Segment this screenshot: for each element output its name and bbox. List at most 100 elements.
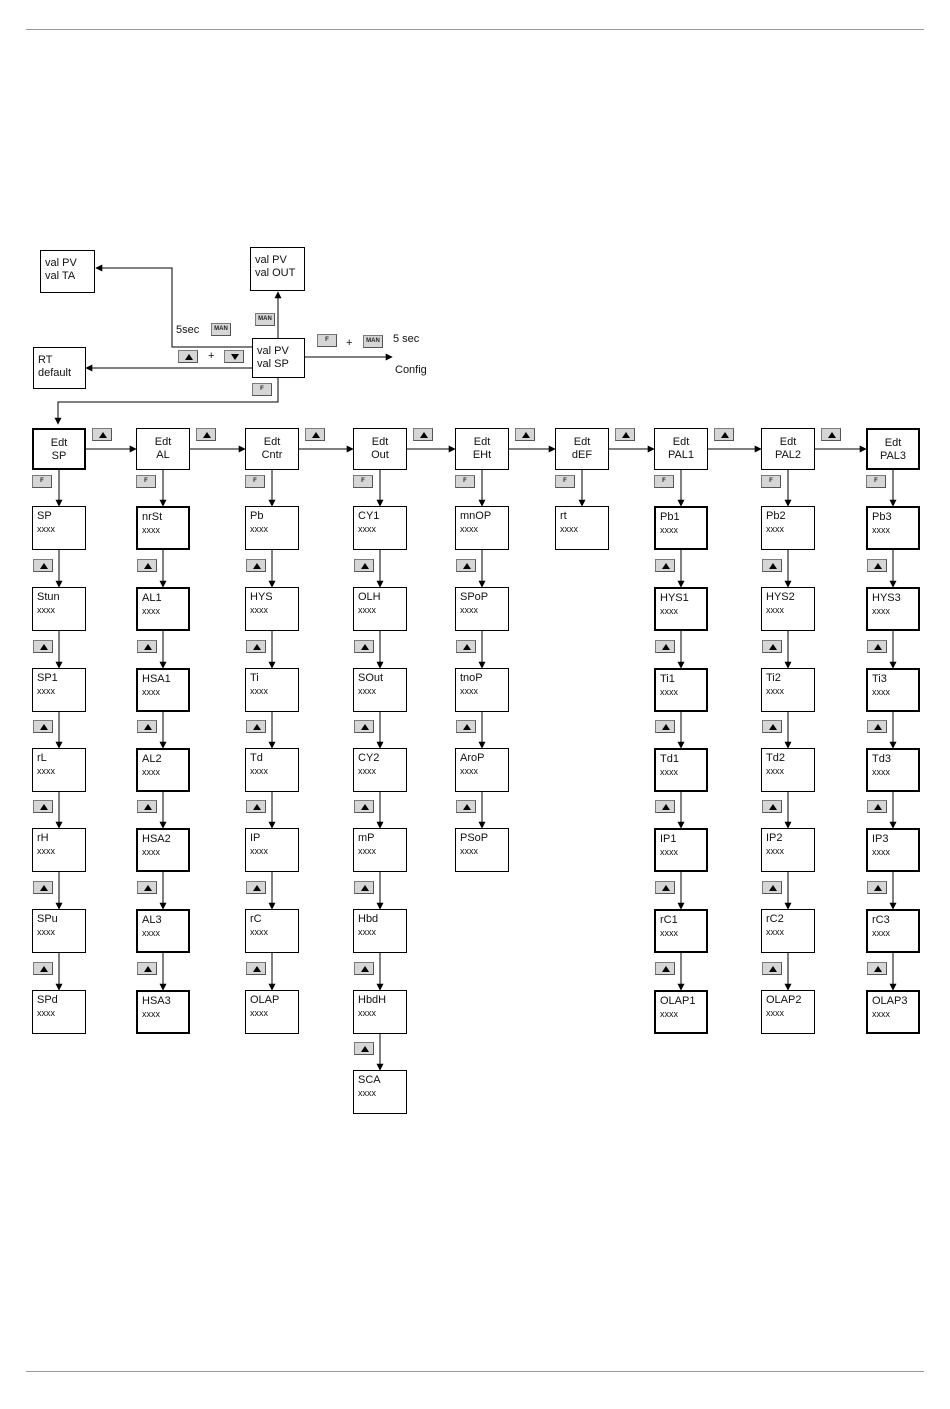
up-arrow-button[interactable]: [33, 881, 53, 894]
up-arrow-button[interactable]: [354, 962, 374, 975]
up-arrow-button[interactable]: [246, 559, 266, 572]
up-arrow-button[interactable]: [615, 428, 635, 441]
f-button[interactable]: F: [245, 475, 265, 488]
f-button[interactable]: F: [353, 475, 373, 488]
up-arrow-button[interactable]: [456, 800, 476, 813]
up-arrow-button[interactable]: [762, 962, 782, 975]
down-arrow-button-top[interactable]: [224, 350, 244, 363]
up-arrow-button[interactable]: [867, 881, 887, 894]
node-label: Edt: [473, 436, 491, 448]
up-arrow-button[interactable]: [246, 640, 266, 653]
up-arrow-button[interactable]: [456, 720, 476, 733]
up-arrow-button[interactable]: [867, 800, 887, 813]
up-arrow-button[interactable]: [33, 640, 53, 653]
f-button[interactable]: F: [654, 475, 674, 488]
up-arrow-button[interactable]: [246, 881, 266, 894]
f-button[interactable]: F: [555, 475, 575, 488]
up-arrow-button[interactable]: [762, 720, 782, 733]
up-arrow-button[interactable]: [354, 800, 374, 813]
up-arrow-button[interactable]: [867, 640, 887, 653]
up-arrow-button[interactable]: [137, 559, 157, 572]
up-arrow-button[interactable]: [515, 428, 535, 441]
node-value: xxxx: [872, 1009, 890, 1019]
up-arrow-button[interactable]: [867, 720, 887, 733]
up-arrow-button[interactable]: [354, 559, 374, 572]
f-button[interactable]: F: [866, 475, 886, 488]
up-arrow-button[interactable]: [655, 559, 675, 572]
up-arrow-button[interactable]: [33, 800, 53, 813]
up-arrow-button[interactable]: [246, 800, 266, 813]
up-arrow-button[interactable]: [655, 962, 675, 975]
node-value: dEF: [571, 449, 593, 461]
up-arrow-button[interactable]: [33, 962, 53, 975]
up-arrow-button[interactable]: [456, 559, 476, 572]
up-arrow-button[interactable]: [137, 881, 157, 894]
up-arrow-button[interactable]: [354, 1042, 374, 1055]
up-arrow-button[interactable]: [867, 559, 887, 572]
up-arrow-button[interactable]: [655, 881, 675, 894]
up-arrow-button[interactable]: [196, 428, 216, 441]
node-value: Cntr: [261, 449, 283, 461]
up-arrow-button[interactable]: [354, 881, 374, 894]
up-arrow-button[interactable]: [137, 720, 157, 733]
f-button[interactable]: F: [136, 475, 156, 488]
node-line-1: RT: [38, 354, 53, 366]
node-value: xxxx: [250, 766, 268, 776]
up-arrow-button[interactable]: [456, 640, 476, 653]
node-value: xxxx: [660, 525, 678, 535]
up-arrow-button[interactable]: [655, 720, 675, 733]
up-arrow-button[interactable]: [354, 720, 374, 733]
f-button-right[interactable]: F: [317, 334, 337, 347]
up-arrow-button[interactable]: [137, 640, 157, 653]
node-label: HYS3: [872, 592, 901, 604]
node-label: rC3: [872, 914, 890, 926]
up-arrow-button[interactable]: [867, 962, 887, 975]
up-arrow-button[interactable]: [246, 720, 266, 733]
up-arrow-button[interactable]: [305, 428, 325, 441]
node-value: xxxx: [358, 605, 376, 615]
up-arrow-button[interactable]: [246, 962, 266, 975]
up-arrow-button[interactable]: [762, 559, 782, 572]
node-label: rH: [37, 832, 49, 844]
node-value: xxxx: [37, 524, 55, 534]
up-arrow-button[interactable]: [655, 800, 675, 813]
up-arrow-button[interactable]: [714, 428, 734, 441]
up-arrow-button[interactable]: [762, 800, 782, 813]
up-arrow-button[interactable]: [137, 962, 157, 975]
f-button-top[interactable]: F: [252, 383, 272, 396]
node-label: tnoP: [460, 672, 483, 684]
up-arrow-button[interactable]: [137, 800, 157, 813]
node-label: Edt: [371, 436, 389, 448]
up-arrow-button[interactable]: [413, 428, 433, 441]
man-button-top[interactable]: MAN: [255, 313, 275, 326]
man-button-right[interactable]: MAN: [363, 335, 383, 348]
up-arrow-button[interactable]: [33, 559, 53, 572]
node-value: xxxx: [358, 927, 376, 937]
up-arrow-button[interactable]: [33, 720, 53, 733]
node-value: PAL1: [667, 449, 695, 461]
man-button-left[interactable]: MAN: [211, 323, 231, 336]
up-arrow-button-top[interactable]: [178, 350, 198, 363]
node-label: Hbd: [358, 913, 379, 925]
up-arrow-button[interactable]: [762, 881, 782, 894]
node-label: Edt: [779, 436, 797, 448]
up-arrow-button[interactable]: [655, 640, 675, 653]
node-value: xxxx: [460, 605, 478, 615]
f-button[interactable]: F: [761, 475, 781, 488]
node-value: xxxx: [142, 767, 160, 777]
up-arrow-button[interactable]: [762, 640, 782, 653]
up-arrow-button[interactable]: [92, 428, 112, 441]
up-arrow-button[interactable]: [354, 640, 374, 653]
f-button[interactable]: F: [455, 475, 475, 488]
node-label: OLH: [358, 591, 381, 603]
node-value: AL: [156, 449, 170, 461]
f-button[interactable]: F: [32, 475, 52, 488]
up-arrow-button[interactable]: [821, 428, 841, 441]
